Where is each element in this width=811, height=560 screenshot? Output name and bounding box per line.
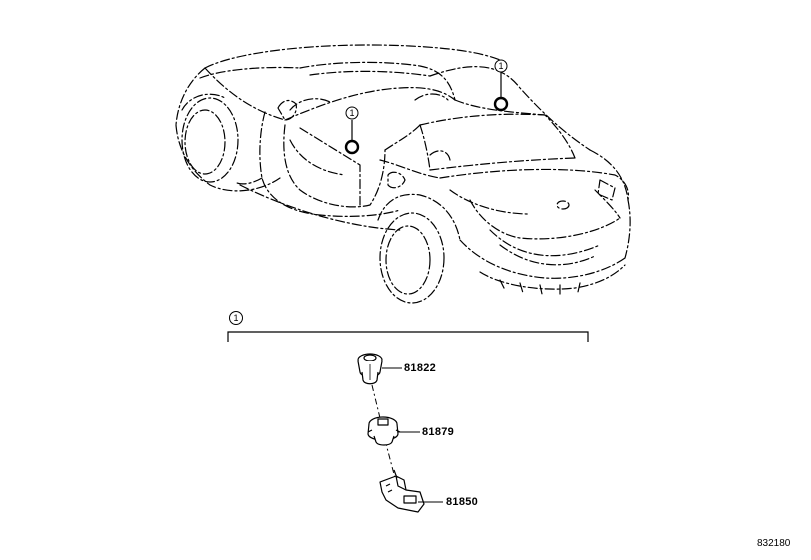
callout-number-b: 1: [498, 61, 504, 71]
illustration-reference-number: 832180: [757, 538, 791, 549]
callout-circle-a: [345, 106, 359, 120]
assembly-group-bracket: [227, 331, 589, 342]
part-81879-socket: [367, 416, 401, 446]
assembly-axis: [371, 384, 396, 479]
sensor-location-marker-b: [493, 96, 509, 112]
part-81822-bulb: [357, 353, 383, 385]
callout-leader-lines: [351, 72, 502, 141]
callout-number-a: 1: [349, 108, 355, 118]
sensor-location-marker-a: [344, 139, 360, 155]
part-number-81822: 81822: [404, 362, 437, 374]
callout-circle-b: [494, 59, 508, 73]
car-illustration: [175, 44, 631, 304]
group-callout-number: 1: [233, 313, 239, 323]
part-number-81850: 81850: [446, 496, 479, 508]
part-81850-lamp-housing: [379, 469, 425, 513]
group-callout-circle: [229, 311, 243, 325]
part-number-81879: 81879: [422, 426, 455, 438]
